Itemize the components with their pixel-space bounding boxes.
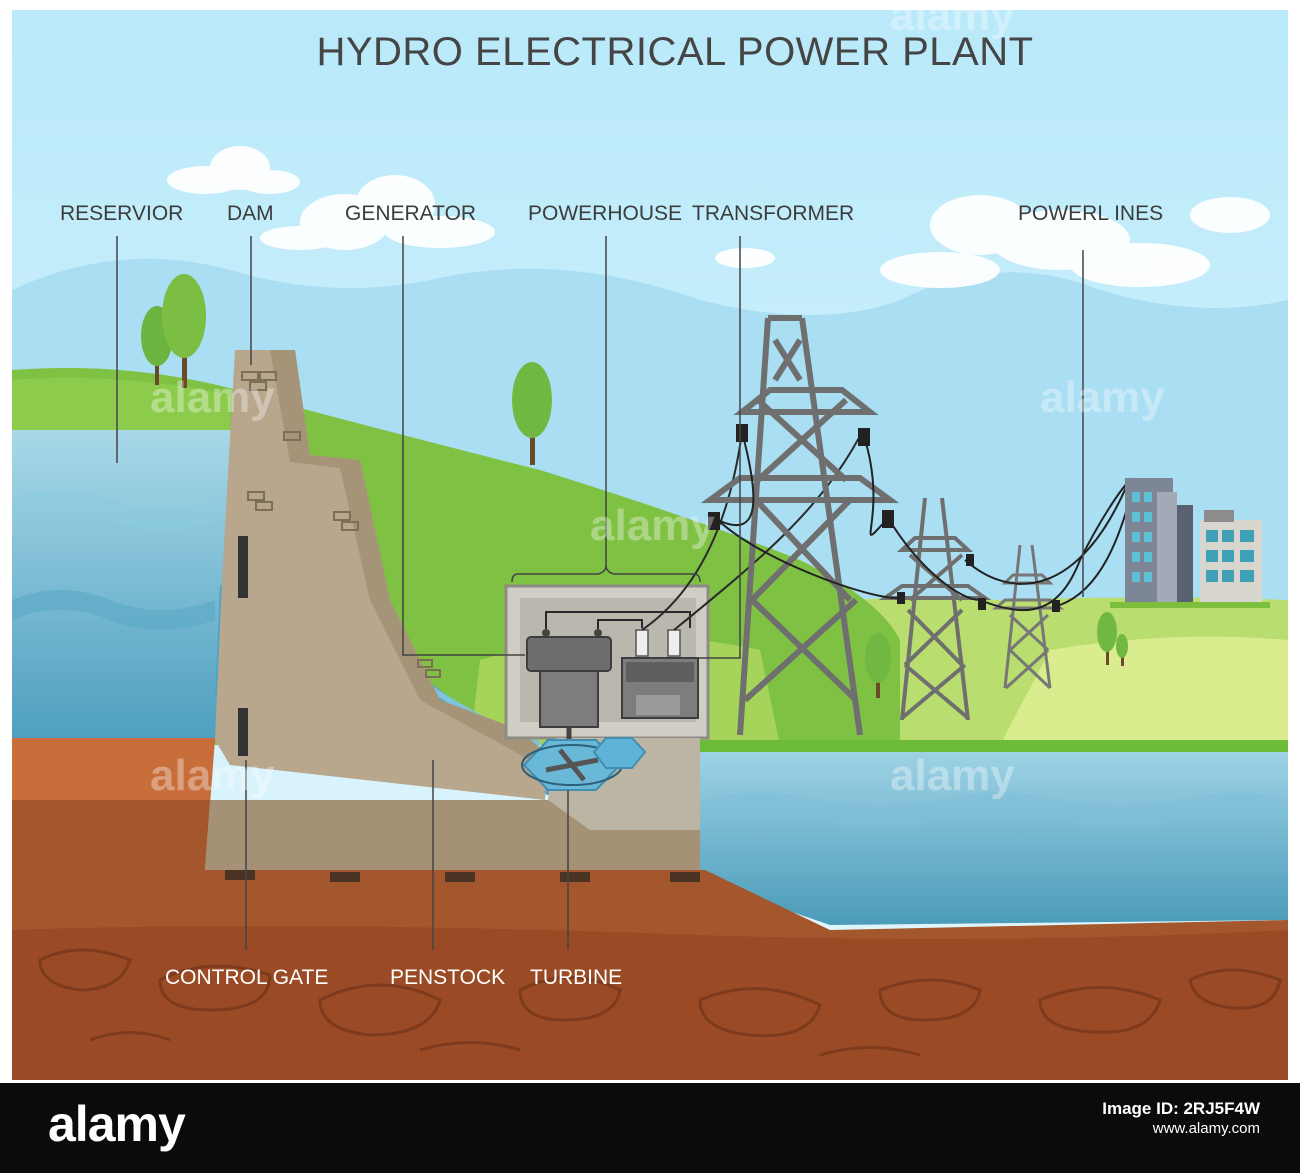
svg-text:alamy: alamy xyxy=(1040,373,1165,422)
image-id: Image ID: 2RJ5F4W xyxy=(1102,1099,1260,1119)
label-control-gate: CONTROL GATE xyxy=(165,966,328,990)
label-turbine: TURBINE xyxy=(530,966,622,990)
illustration: alamy alamy alamy alamy alamy alamy xyxy=(0,0,1300,1083)
svg-text:alamy: alamy xyxy=(150,373,275,422)
svg-text:alamy: alamy xyxy=(150,751,275,800)
label-penstock: PENSTOCK xyxy=(390,966,505,990)
reservoir-water xyxy=(12,430,235,740)
label-powerhouse: POWERHOUSE xyxy=(528,202,682,226)
svg-text:alamy: alamy xyxy=(890,751,1015,800)
control-gate-upper xyxy=(238,536,248,598)
image-id-block: Image ID: 2RJ5F4W www.alamy.com xyxy=(1102,1099,1260,1139)
site-url: www.alamy.com xyxy=(1153,1120,1260,1137)
label-power-lines: POWERL INES xyxy=(1018,202,1163,226)
control-gate-lower xyxy=(238,708,248,756)
footer-bar: alamy Image ID: 2RJ5F4W www.alamy.com xyxy=(0,1083,1300,1173)
generator xyxy=(527,637,611,671)
brand-logo: alamy xyxy=(48,1095,185,1153)
svg-text:alamy: alamy xyxy=(590,501,715,550)
diagram-title: HYDRO ELECTRICAL POWER PLANT xyxy=(0,30,1300,75)
cloud xyxy=(715,248,775,268)
label-reservoir: RESERVIOR xyxy=(60,202,183,226)
label-dam: DAM xyxy=(227,202,274,226)
label-transformer: TRANSFORMER xyxy=(692,202,854,226)
label-generator: GENERATOR xyxy=(345,202,476,226)
